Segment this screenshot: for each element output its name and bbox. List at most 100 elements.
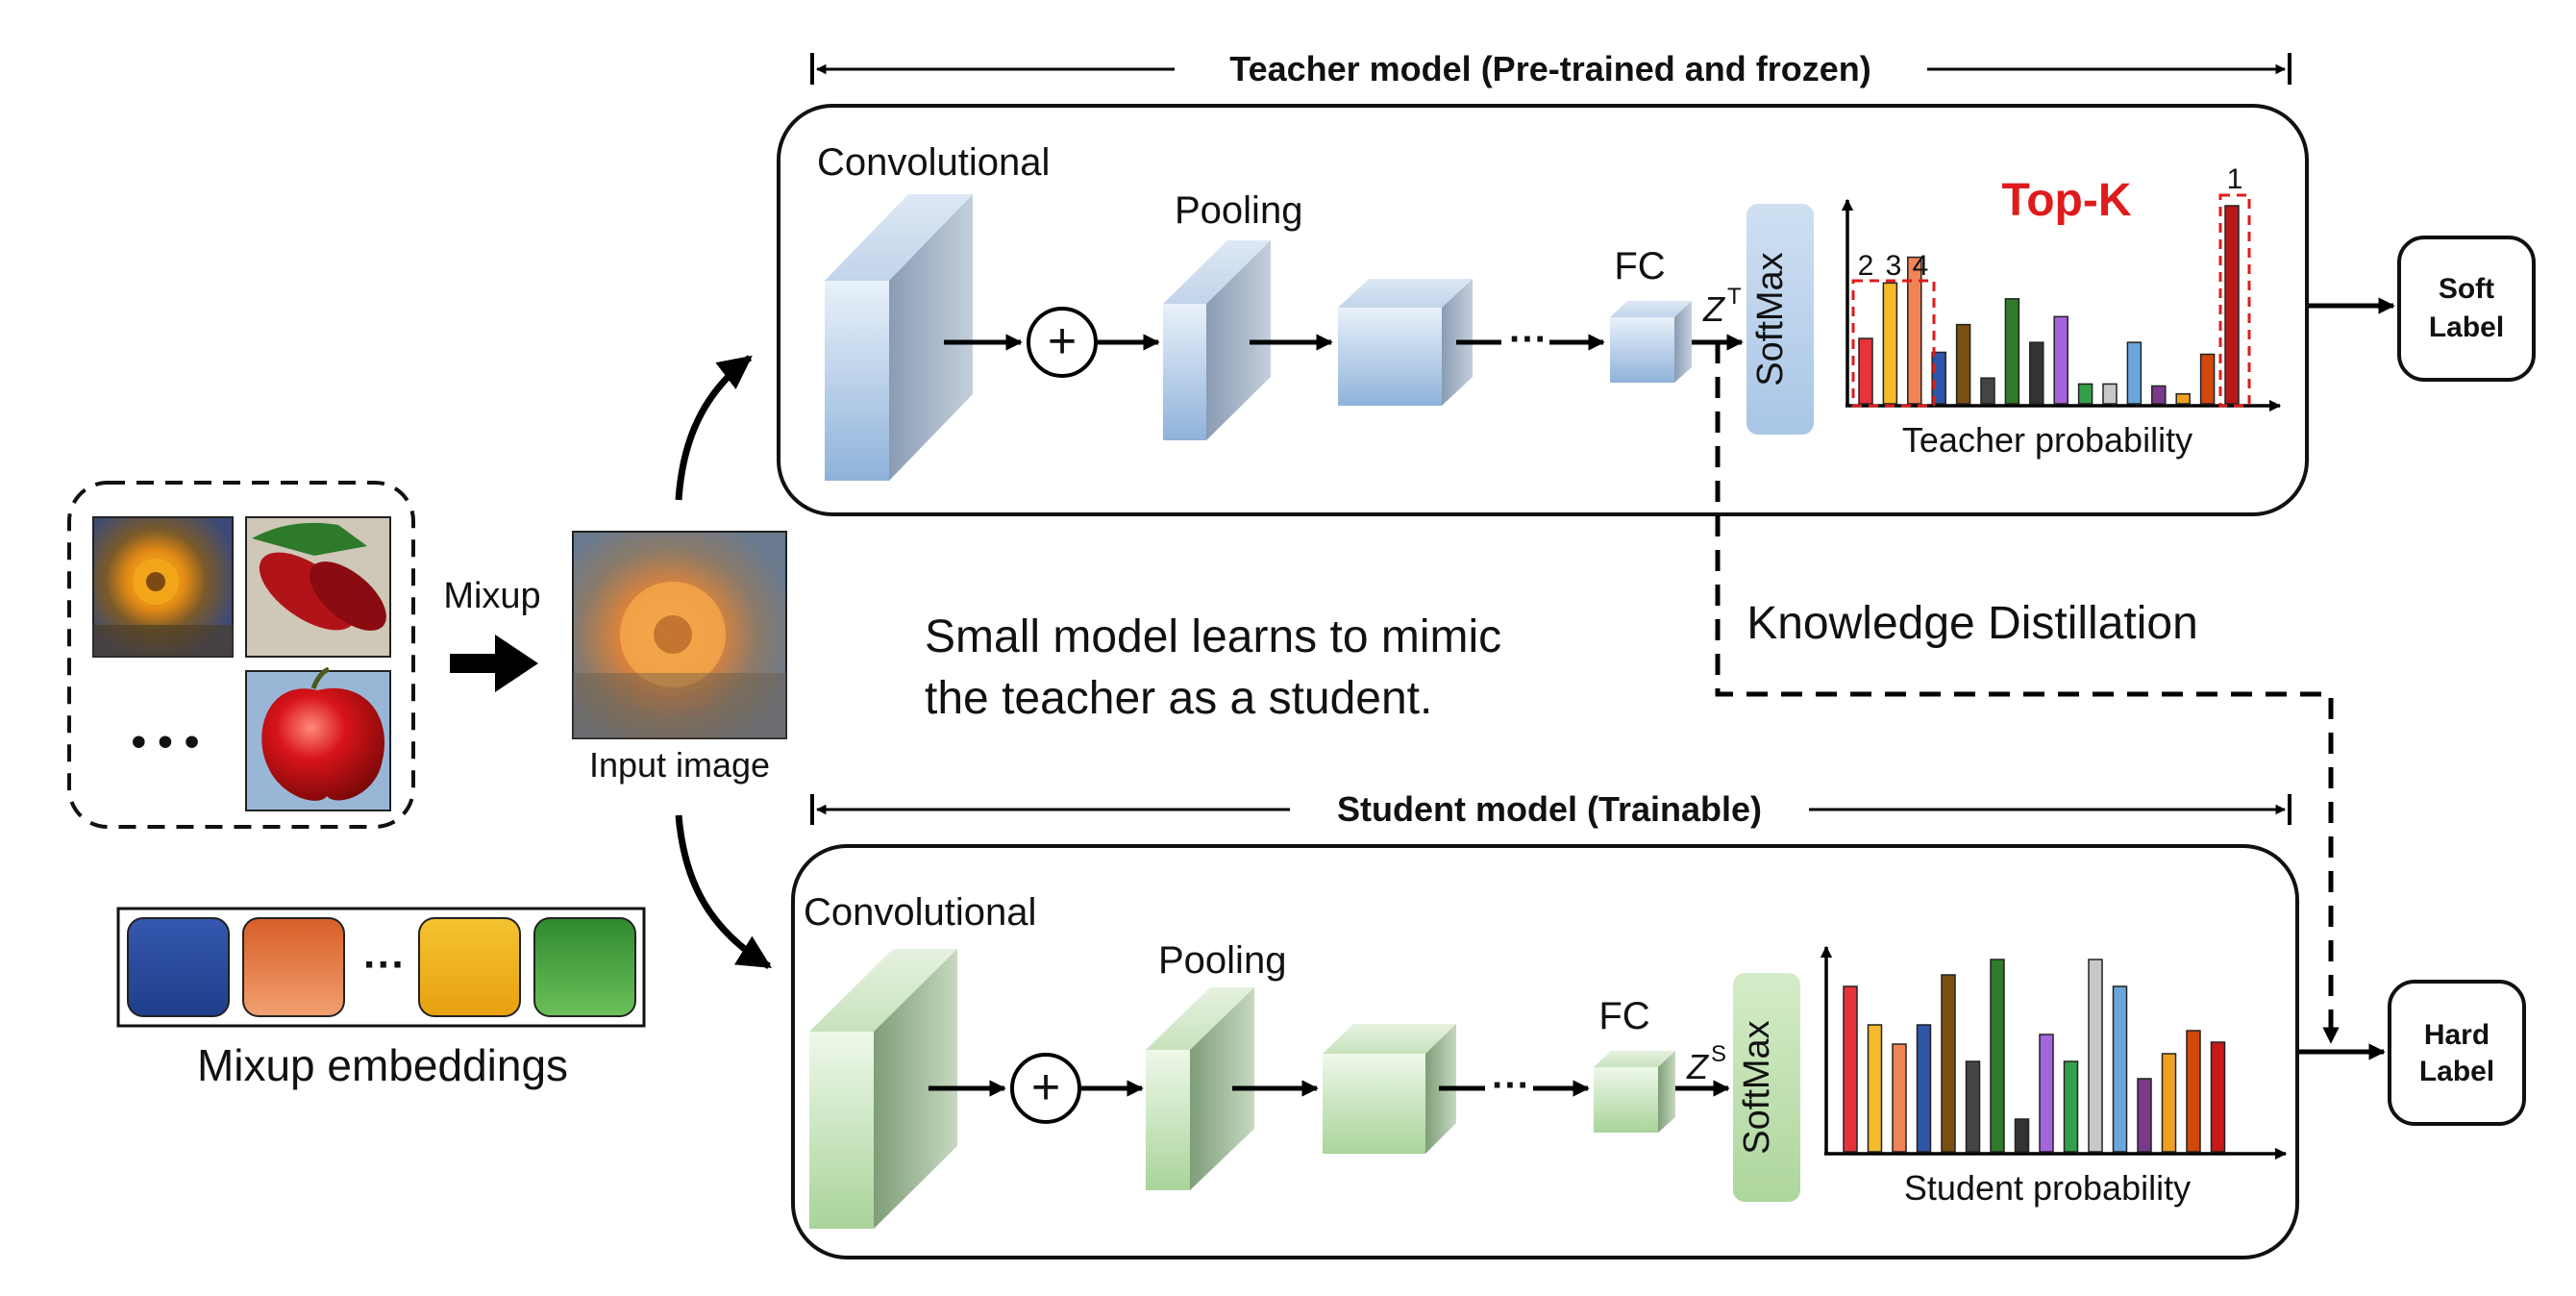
embedding-swatch-1: [127, 917, 230, 1017]
hard-label-line1: Hard: [2424, 1019, 2489, 1051]
student-prob-bar-2: [1867, 1024, 1883, 1153]
teacher-prob-bar-4: [1931, 351, 1946, 405]
soft-label-line1: Soft: [2439, 273, 2494, 305]
apple-image: [245, 666, 391, 811]
teacher-prob-bar-14: [2175, 392, 2191, 405]
teacher-prob-chart: 2 3 4 1 Top-K Teacher probability: [1841, 163, 2282, 460]
student-pool-label: Pooling: [1158, 939, 1286, 982]
student-softmax-label: SoftMax: [1737, 1020, 1777, 1154]
teacher-prob-bar-9: [2053, 315, 2068, 405]
student-prob-bar-14: [2161, 1053, 2177, 1153]
student-conv-label: Convolutional: [804, 891, 1036, 934]
teacher-prob-bar-6: [1980, 377, 1995, 405]
student-logits-label: Z S: [1686, 1041, 1726, 1086]
student-prob-bar-1: [1843, 985, 1858, 1153]
rank-label-1: 1: [2227, 163, 2243, 195]
student-model-box: [791, 844, 2299, 1259]
svg-text:+: +: [1048, 313, 1077, 369]
teacher-prob-bar-10: [2077, 383, 2093, 405]
sunflower-image: [92, 516, 234, 658]
teacher-prob-bar-15: [2199, 353, 2216, 405]
student-prob-bar-16: [2210, 1041, 2226, 1153]
teacher-prob-bar-1: [1858, 337, 1873, 405]
soft-label-line2: Label: [2429, 312, 2504, 343]
teacher-header: Teacher model (Pre-trained and frozen): [810, 49, 2291, 88]
student-conv-block: [809, 949, 957, 1229]
teacher-prob-bar-7: [2004, 298, 2020, 405]
kd-label: Knowledge Distillation: [1746, 598, 2198, 649]
rank-label-4: 4: [1913, 250, 1929, 282]
embedding-swatch-3: [418, 917, 521, 1017]
mixup-arrow: [450, 635, 538, 692]
to-student-arrow: [675, 814, 772, 969]
embeddings-dots: ···: [363, 941, 406, 988]
soft-label-box: [2397, 236, 2536, 382]
svg-text:T: T: [1727, 284, 1742, 310]
student-fc-label: FC: [1598, 995, 1649, 1037]
rank-label-2: 2: [1858, 250, 1874, 282]
topk-box-1: [2218, 193, 2251, 408]
more-images-ellipsis: • • •: [132, 718, 200, 765]
embedding-swatches: [127, 917, 636, 1017]
teacher-prob-bar-11: [2102, 383, 2118, 405]
mixup-label: Mixup: [443, 576, 540, 616]
student-fc-block: [1594, 1051, 1675, 1133]
svg-text:S: S: [1711, 1041, 1726, 1067]
input-image: [572, 531, 787, 739]
teacher-logits-label: Z T: [1702, 284, 1742, 329]
teacher-model-box: [777, 104, 2309, 516]
student-prob-bar-8: [2014, 1118, 2030, 1153]
student-feature-block: [1323, 1024, 1456, 1154]
svg-text:Z: Z: [1686, 1047, 1709, 1086]
peppers-image: [245, 516, 391, 658]
student-prob-bar-6: [1965, 1060, 1981, 1153]
student-prob-bar-5: [1941, 974, 1956, 1153]
teacher-prob-bar-8: [2029, 341, 2044, 405]
student-prob-bar-10: [2063, 1060, 2079, 1153]
student-add-node: +: [1010, 1053, 1081, 1124]
student-prob-bar-4: [1916, 1024, 1932, 1153]
student-header: Student model (Trainable): [810, 789, 2291, 829]
student-pool-block: [1146, 987, 1254, 1190]
svg-text:+: +: [1031, 1059, 1060, 1115]
svg-text:Z: Z: [1702, 289, 1725, 329]
embeddings-label: Mixup embeddings: [197, 1040, 568, 1090]
teacher-pool-block: [1163, 240, 1271, 440]
teacher-dots: ···: [1509, 318, 1548, 361]
hard-label-box: [2388, 980, 2526, 1126]
topk-label: Top-K: [2001, 175, 2131, 226]
student-prob-bar-13: [2137, 1078, 2152, 1153]
teacher-pool-label: Pooling: [1175, 189, 1302, 232]
rank-label-3: 3: [1886, 250, 1902, 282]
student-dots: ···: [1492, 1064, 1530, 1107]
teacher-fc-block: [1610, 301, 1692, 383]
teacher-softmax-label: SoftMax: [1750, 252, 1791, 386]
student-prob-bar-9: [2039, 1034, 2054, 1153]
teacher-prob-label: Teacher probability: [1902, 420, 2192, 460]
teacher-fc-label: FC: [1614, 245, 1665, 287]
embedding-swatch-4: [533, 917, 636, 1017]
student-title: Student model (Trainable): [1337, 789, 1762, 829]
hard-label-line2: Label: [2419, 1056, 2494, 1087]
teacher-feature-block: [1338, 279, 1473, 406]
source-images-box: [67, 481, 415, 829]
student-prob-bar-3: [1892, 1043, 1907, 1153]
student-prob-bar-7: [1990, 959, 2005, 1153]
teacher-conv-label: Convolutional: [817, 141, 1050, 184]
teacher-prob-bar-16: [2224, 205, 2240, 405]
teacher-add-node: +: [1027, 307, 1098, 378]
student-prob-bar-11: [2088, 959, 2103, 1153]
teacher-prob-bar-13: [2151, 385, 2167, 405]
student-prob-label: Student probability: [1904, 1168, 2191, 1208]
teacher-prob-bar-2: [1882, 282, 1898, 405]
teacher-softmax: [1746, 204, 1814, 435]
student-prob-bar-12: [2112, 985, 2128, 1153]
to-teacher-arrow: [675, 355, 753, 501]
teacher-prob-bar-5: [1955, 323, 1971, 405]
student-prob-bar-15: [2186, 1030, 2201, 1153]
input-image-label: Input image: [589, 745, 770, 785]
kd-dashed-path: [1715, 342, 2340, 1044]
topk-box-234: [1851, 279, 1936, 408]
teacher-prob-bar-12: [2126, 341, 2143, 405]
